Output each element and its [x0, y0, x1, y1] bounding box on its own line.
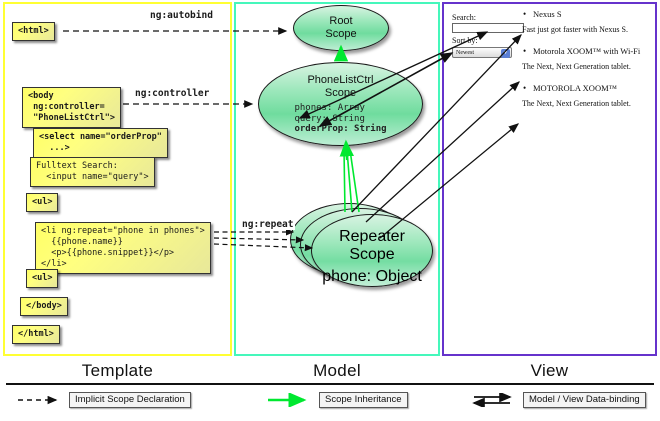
phone-name[interactable]: Nexus S	[522, 8, 654, 20]
column-title-view: View	[530, 361, 569, 380]
legend-item-implicit-scope-declaration: Implicit Scope Declaration	[16, 391, 191, 408]
search-input[interactable]	[452, 23, 524, 33]
legend-divider	[6, 383, 654, 385]
sort-label: Sort by:	[452, 36, 478, 45]
scope-phonelistctrl-title-line2: Scope	[324, 87, 357, 99]
sort-by-selected-value: Newest	[456, 50, 474, 56]
search-label: Search:	[452, 13, 476, 22]
code-block-body-open: <body ng:controller= "PhoneListCtrl">	[22, 87, 121, 128]
scope-property: phone: Object	[322, 268, 422, 285]
view-controls: Search: Sort by: Newest ▾	[452, 12, 532, 58]
double-arrow-icon	[470, 391, 518, 409]
column-title-model: Model	[313, 361, 361, 380]
code-block-html-close: </html>	[12, 325, 60, 344]
scope-root-title-line1: Root	[329, 15, 353, 27]
code-block-fulltext-search: Fulltext Search: <input name="query">	[30, 157, 155, 187]
list-item[interactable]: Nexus S Fast just got faster with Nexus …	[522, 8, 654, 36]
dashed-arrow-icon	[16, 393, 64, 407]
phone-name[interactable]: Motorola XOOM™ with Wi-Fi	[522, 45, 654, 57]
legend-label: Scope Inheritance	[319, 391, 408, 408]
phone-snippet: The Next, Next Generation tablet.	[522, 62, 631, 71]
phone-name[interactable]: MOTOROLA XOOM™	[522, 82, 654, 94]
legend-item-model-view-data-binding: Model / View Data-binding	[470, 391, 646, 409]
wire-label-ng-repeat: ng:repeat	[240, 219, 296, 230]
code-block-html-open: <html>	[12, 22, 55, 41]
scope-repeater-instance-1: Repeater Scope phone: Object	[311, 214, 433, 287]
scope-phonelistctrl-properties: phones: Array query: String orderProp: S…	[294, 103, 386, 135]
scope-repeater-title-line2: Scope	[349, 246, 395, 263]
scope-root: Root Scope	[293, 5, 389, 51]
panel-model	[234, 2, 440, 356]
scope-property: query: String	[294, 113, 365, 124]
wire-label-ng-controller: ng:controller	[133, 88, 212, 99]
scope-phonelistctrl: PhoneListCtrl Scope phones: Array query:…	[258, 62, 423, 146]
legend-item-scope-inheritance: Scope Inheritance	[266, 391, 408, 408]
legend-label: Model / View Data-binding	[523, 391, 646, 408]
phone-snippet: The Next, Next Generation tablet.	[522, 99, 631, 108]
code-block-ul-close: <ul>	[26, 269, 59, 288]
legend-label: Implicit Scope Declaration	[69, 391, 191, 408]
scope-property: phones: Array	[294, 103, 365, 113]
code-block-li-ngrepeat: <li ng:repeat="phone in phones"> {{phone…	[35, 222, 211, 274]
chevron-down-icon: ▾	[501, 49, 510, 58]
code-block-select-orderprop: <select name="orderProp" ...>	[33, 128, 168, 158]
code-block-ul-open: <ul>	[26, 193, 59, 212]
phone-list: Nexus S Fast just got faster with Nexus …	[522, 8, 654, 119]
solid-arrow-icon	[266, 391, 314, 408]
wire-label-ng-autobind: ng:autobind	[148, 10, 215, 21]
scope-root-title-line2: Scope	[325, 28, 357, 40]
list-item[interactable]: Motorola XOOM™ with Wi-Fi The Next, Next…	[522, 45, 654, 73]
sort-by-select[interactable]: Newest ▾	[452, 47, 512, 58]
scope-property: orderProp: String	[294, 124, 387, 134]
list-item[interactable]: MOTOROLA XOOM™ The Next, Next Generation…	[522, 82, 654, 110]
scope-repeater-title-line1: Repeater	[339, 228, 405, 245]
phone-snippet: Fast just got faster with Nexus S.	[522, 25, 628, 34]
code-block-body-close: </body>	[20, 297, 68, 316]
scope-repeater-properties: phone: Object	[312, 268, 432, 286]
scope-phonelistctrl-title-line1: PhoneListCtrl	[307, 74, 374, 86]
column-title-template: Template	[81, 361, 154, 380]
